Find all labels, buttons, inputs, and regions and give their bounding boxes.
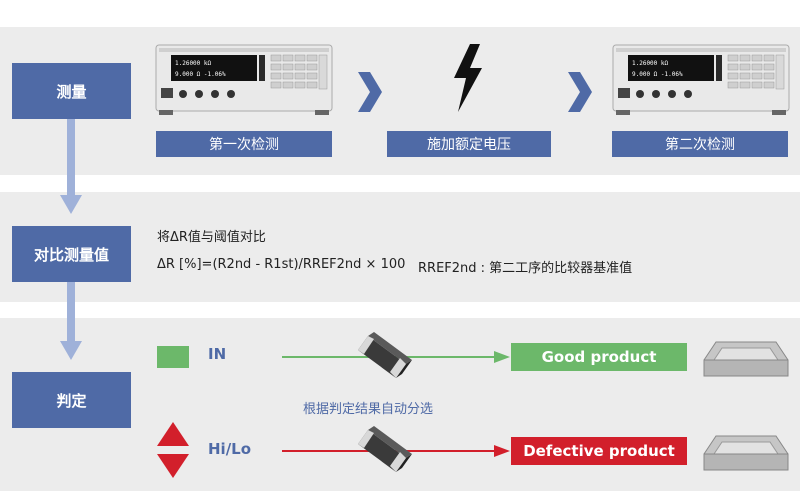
sort-caption: 根据判定结果自动分选 [303, 402, 434, 417]
resistance-meter-image: 1.26000 kΩ 9.000 Ω -1.06% [612, 44, 790, 115]
compare-band [0, 192, 800, 302]
delta-r-formula: ΔR [%]=(R2nd - R1st)/RREF2nd × 100 [157, 257, 406, 272]
resistance-meter-image: 1.26000 kΩ 9.000 Ω -1.06% [155, 44, 333, 115]
svg-text:1.26000 kΩ: 1.26000 kΩ [632, 60, 669, 67]
defective-product-box: Defective product [511, 437, 687, 465]
tray-image [703, 341, 789, 377]
second-test-label: 第二次检测 [612, 131, 788, 157]
svg-text:1.26000 kΩ: 1.26000 kΩ [175, 60, 212, 67]
tray-image [703, 435, 789, 471]
down-arrow-icon [60, 282, 82, 360]
step-compare: 对比测量值 [12, 226, 131, 282]
hi-lo-label: Hi/Lo [208, 440, 252, 458]
svg-text:9.000 Ω -1.06%: 9.000 Ω -1.06% [632, 71, 683, 78]
chevron-right-icon [568, 72, 592, 112]
lightning-bolt-icon [454, 44, 482, 112]
good-product-box: Good product [511, 343, 687, 371]
hi-lo-indicator-icon [157, 422, 189, 478]
chevron-right-icon [358, 72, 382, 112]
chip-resistor-image [358, 332, 412, 378]
in-indicator [157, 346, 189, 368]
first-test-label: 第一次检测 [156, 131, 332, 157]
reference-note: RREF2nd : 第二工序的比较器基准值 [418, 261, 633, 276]
chip-resistor-image [358, 426, 412, 472]
step-judge: 判定 [12, 372, 131, 428]
step-measure: 测量 [12, 63, 131, 119]
in-label: IN [208, 345, 227, 363]
apply-voltage-label: 施加额定电压 [387, 131, 551, 157]
compare-description: 将ΔR值与阈值对比 [157, 230, 266, 245]
down-arrow-icon [60, 119, 82, 214]
svg-text:9.000 Ω -1.06%: 9.000 Ω -1.06% [175, 71, 226, 78]
